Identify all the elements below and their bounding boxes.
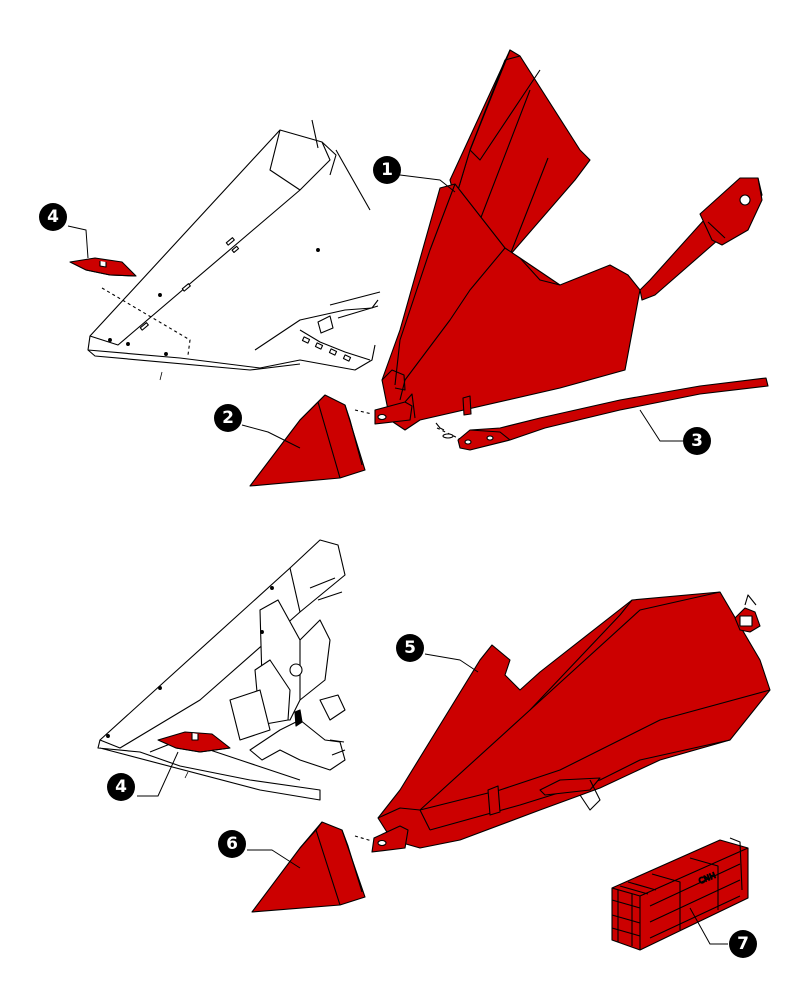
part-4-skid-bottom [157, 731, 231, 753]
part-5-divider [371, 591, 771, 853]
callout-5: 5 [396, 634, 424, 662]
svg-text:7: 7 [737, 934, 749, 954]
part-4-skid-top [69, 257, 137, 277]
part-3-rod [457, 377, 769, 451]
leader-line-6 [247, 849, 301, 869]
callout-7: 7 [729, 930, 757, 958]
callout-1: 1 [373, 156, 401, 184]
part-1-divider [374, 49, 763, 431]
svg-text:3: 3 [691, 431, 703, 451]
callout-4-bottom: 4 [107, 773, 135, 801]
svg-text:1: 1 [381, 160, 393, 180]
leader-line-3 [639, 409, 683, 442]
svg-text:6: 6 [226, 834, 238, 854]
svg-text:5: 5 [404, 638, 416, 658]
leader-line-4b [137, 751, 179, 797]
callout-4-top: 4 [39, 203, 67, 231]
bolt-marker [442, 433, 454, 439]
callout-3: 3 [683, 427, 711, 455]
svg-text:4: 4 [115, 777, 127, 797]
header-frame-outline-top [87, 119, 381, 381]
leader-line-2 [241, 424, 301, 449]
part-6-nose-cone [251, 821, 366, 913]
callout-2: 2 [214, 404, 242, 432]
part-2-nose-cone [249, 394, 366, 487]
svg-text:4: 4 [47, 207, 59, 227]
header-frame-outline-bottom [97, 539, 346, 801]
part-7-crate [611, 837, 749, 951]
callout-6: 6 [218, 830, 246, 858]
leader-line-5 [424, 653, 479, 673]
leader-line-4a [67, 225, 89, 259]
leader-line-7 [689, 907, 728, 945]
leader-dash-2 [354, 409, 373, 415]
svg-text:2: 2 [222, 408, 234, 428]
leader-line-1 [399, 174, 456, 193]
leader-dash-6 [354, 835, 373, 842]
